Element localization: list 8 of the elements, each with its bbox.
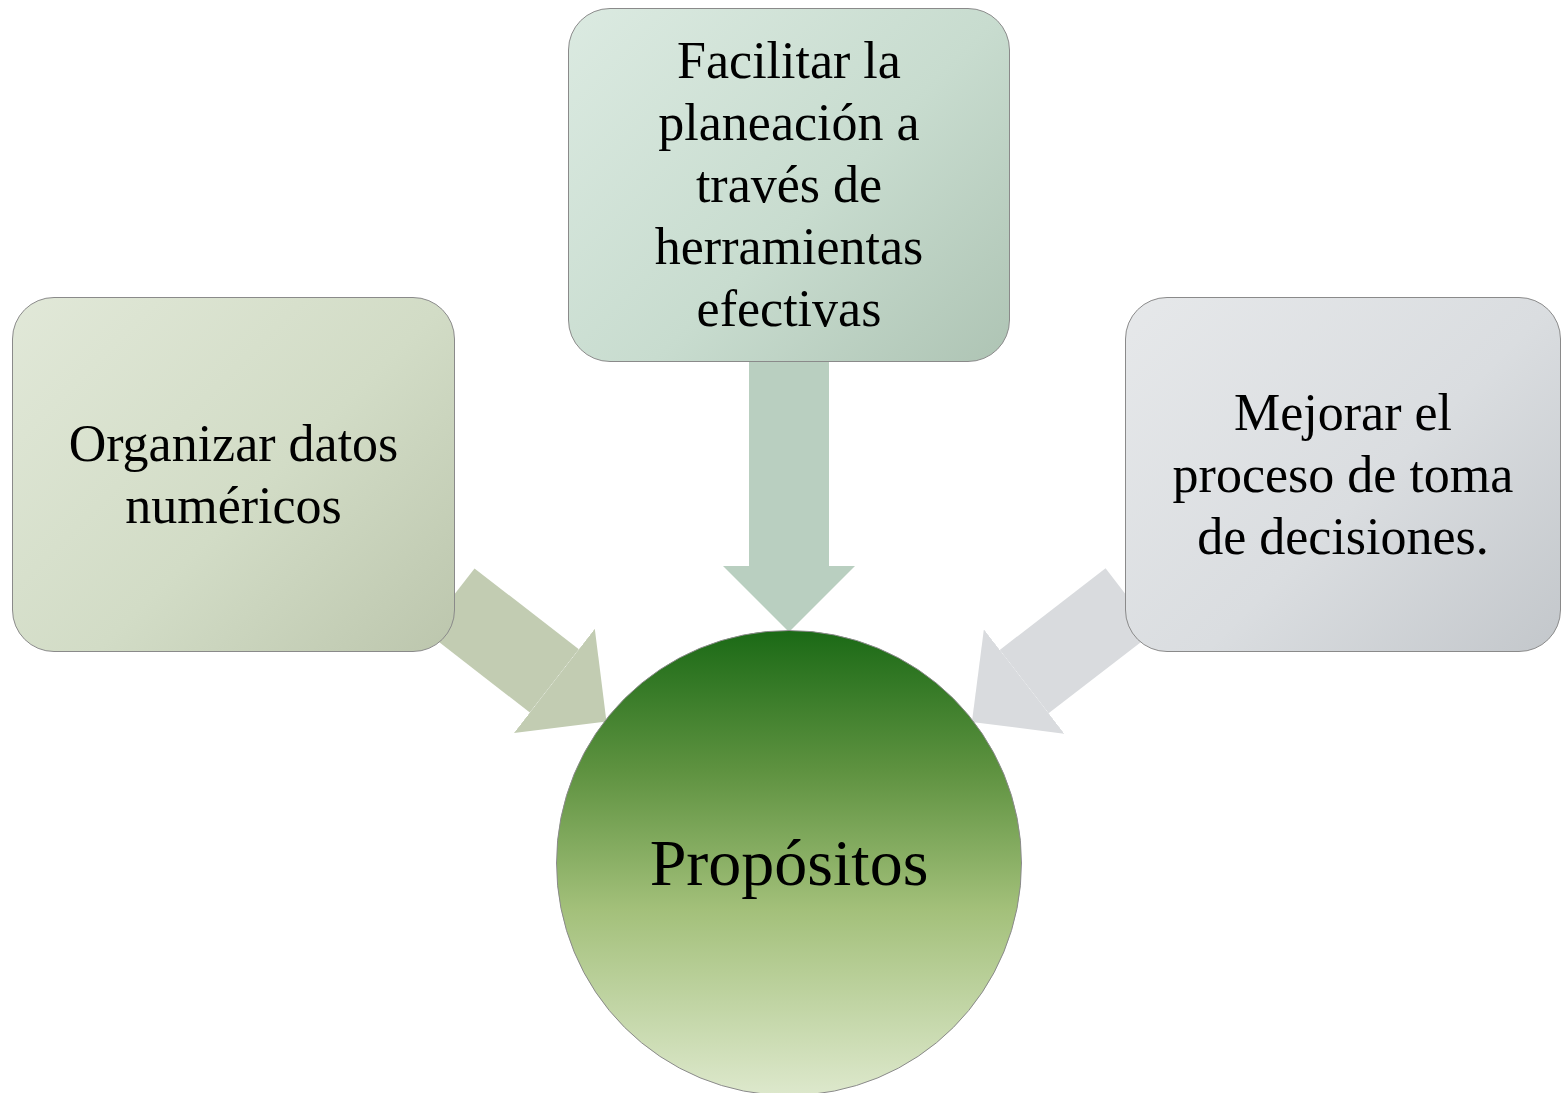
process-box <box>1125 297 1561 652</box>
block-arrow <box>723 362 855 632</box>
node-label: Propósitos <box>649 825 929 901</box>
process-box <box>12 297 455 652</box>
process-box <box>568 8 1010 362</box>
node-label: Facilitar la planeación a través de herramientas efectivas <box>653 31 925 339</box>
node-label: Mejorar el proceso de toma de decisiones. <box>1171 382 1515 567</box>
node-label: Organizar datos numéricos <box>67 413 400 536</box>
